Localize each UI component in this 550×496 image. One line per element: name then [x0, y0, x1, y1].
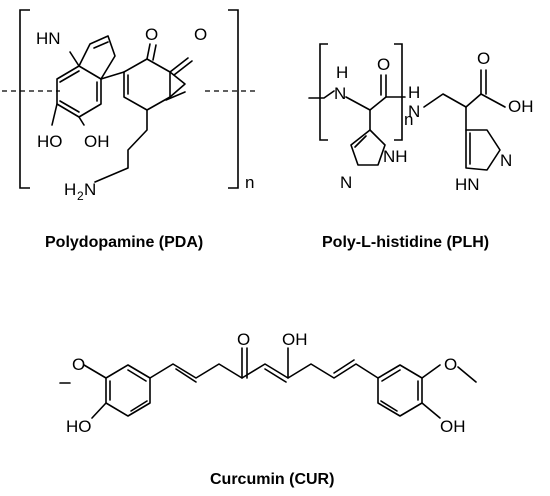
pda-left-bracket	[19, 9, 30, 189]
plh-caption: Poly-L-histidine (PLH)	[322, 234, 489, 251]
plh-backbone-right	[423, 93, 506, 108]
plh-atom-nh-h: H	[408, 83, 420, 102]
pda-atom-hn: HN	[36, 29, 61, 48]
pda-ho-bond	[51, 103, 58, 126]
pda-pyrrole-ring	[78, 35, 116, 80]
cur-right-ome	[421, 364, 441, 379]
plh-atom-o: O	[377, 55, 390, 74]
cur-linker-double3	[333, 359, 355, 374]
plh-atom-ring1-nh: NH	[383, 147, 408, 166]
plh-imid1-double	[354, 135, 367, 148]
plh-atom-ring1-n: N	[340, 173, 352, 192]
pda-quinone-ext	[169, 71, 186, 98]
cur-atom-oh-enol: OH	[282, 330, 308, 349]
pda-oh-bond	[78, 116, 85, 126]
pda-co2	[169, 57, 189, 73]
cur-right-double3	[380, 400, 398, 412]
plh-right-bracket	[394, 43, 403, 141]
plh-imidazole2	[465, 129, 501, 171]
pda-quinone-ring	[123, 58, 171, 111]
cur-right-oh	[421, 402, 441, 419]
cur-caption: Curcumin (CUR)	[210, 471, 334, 488]
pda-benzene-ring	[56, 65, 102, 118]
pda-atom-h2n-two: 2	[77, 189, 84, 203]
pda-co1	[146, 43, 151, 60]
plh-structure: H N O H N O OH NH N N HN n	[308, 43, 534, 194]
pda-structure: HN O O HO OH H 2 N n	[2, 9, 257, 203]
cur-linker	[149, 363, 379, 379]
cur-atom-o-left: O	[72, 355, 85, 374]
pda-nh-bond	[69, 51, 80, 67]
pda-ethylamine-chain	[94, 109, 148, 183]
pda-atom-ho: HO	[37, 132, 63, 151]
plh-atom-ring2-n: N	[500, 151, 512, 170]
cur-atom-o-right: O	[444, 355, 457, 374]
pda-co2-double	[173, 60, 193, 76]
plh-backbone-left	[308, 90, 335, 99]
pda-co1-double	[152, 44, 157, 61]
cur-atom-ho-left: HO	[66, 417, 92, 436]
cur-left-double2	[127, 369, 147, 382]
plh-atom-n: N	[334, 84, 346, 103]
plh-backbone-mid	[345, 96, 406, 111]
plh-atom-nh-n: N	[408, 102, 420, 121]
cur-left-ome	[83, 364, 107, 379]
plh-atom-ring2-hn: HN	[455, 175, 480, 194]
pda-biaryl-bond	[100, 71, 125, 80]
cur-structure: O OH O O HO OH	[59, 330, 477, 436]
pda-right-bracket	[228, 9, 239, 189]
cur-right-ring	[377, 364, 423, 417]
pda-caption: Polydopamine (PDA)	[45, 234, 203, 251]
cur-left-double3	[130, 400, 148, 412]
pda-atom-o1: O	[145, 25, 158, 44]
plh-atom-acid-oh: OH	[508, 97, 534, 116]
plh-atom-acid-o: O	[477, 49, 490, 68]
plh-left-bracket	[319, 43, 328, 141]
pda-pyrrole-double	[93, 41, 109, 49]
plh-repeat-n: n	[404, 110, 413, 129]
pda-atom-h2n-n: N	[84, 180, 96, 199]
pda-atom-o2: O	[194, 25, 207, 44]
pda-benzene-double1	[59, 70, 80, 83]
plh-imidazole1	[350, 129, 386, 166]
cur-atom-oh-right: OH	[440, 417, 466, 436]
cur-atom-o-keto: O	[237, 330, 250, 349]
plh-atom-n-h: H	[336, 63, 348, 82]
cur-right-double1	[381, 369, 401, 382]
pda-atom-oh: OH	[84, 132, 110, 151]
cur-linker-double2	[264, 368, 287, 383]
cur-right-me	[457, 366, 477, 383]
cur-left-oh	[91, 402, 107, 419]
pda-benzene-double3	[59, 100, 80, 113]
pda-quinone-double2	[165, 91, 186, 101]
pda-atom-h2n-h: H	[64, 180, 76, 199]
cur-linker-double1	[175, 368, 197, 383]
pda-repeat-n: n	[245, 173, 254, 192]
cur-left-ring	[105, 364, 151, 417]
